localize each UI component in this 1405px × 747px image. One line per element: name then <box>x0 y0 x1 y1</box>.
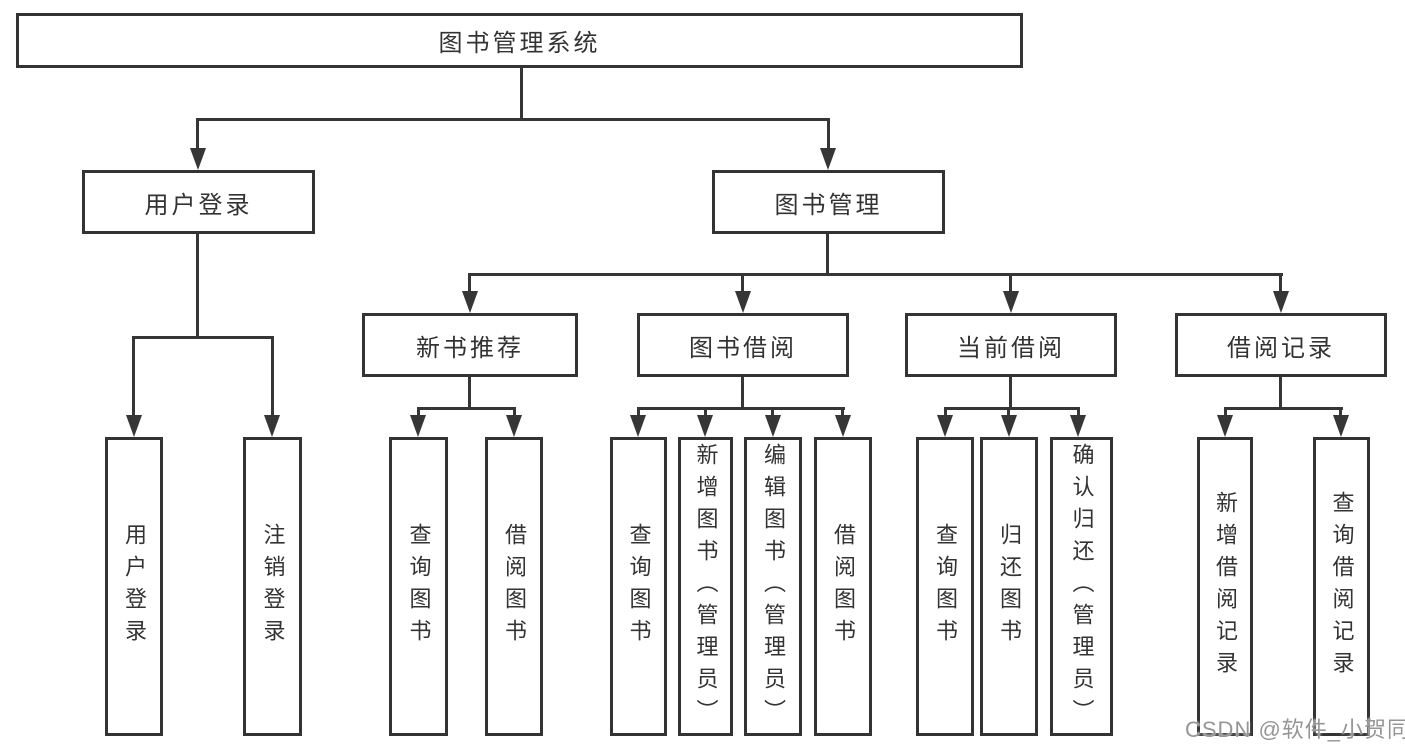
connector-book-borrow-drop-4 <box>841 407 844 419</box>
node-user-login-label: 用户登录 <box>144 191 253 219</box>
node-leaf-borrow-book-2: 借阅图书 <box>814 437 872 736</box>
arrow-to-borrow-records <box>1273 291 1289 313</box>
arrow-to-leaf-confirm-return <box>1070 415 1086 437</box>
leaf-query-book-1-label: 查询图书 <box>406 522 432 651</box>
leaf-return-book-label: 归还图书 <box>997 522 1022 651</box>
connector-book-borrow-stem <box>741 377 744 407</box>
arrow-to-book-mgmt <box>820 148 836 170</box>
arrow-to-leaf-return-book <box>1001 415 1017 437</box>
connector-borrow-records-stem <box>1279 377 1282 407</box>
connector-user-login-drop-1 <box>132 336 135 418</box>
arrow-to-leaf-query-book-2 <box>630 415 646 437</box>
node-root: 图书管理系统 <box>16 13 1023 68</box>
connector-current-borrow-hline <box>944 407 1080 410</box>
connector-root-hline <box>196 118 830 121</box>
connector-book-borrow-hline <box>637 407 845 410</box>
leaf-add-borrow-record-label: 新增借阅记录 <box>1213 490 1238 683</box>
connector-current-borrow-drop-2 <box>1007 407 1010 419</box>
leaf-query-book-3-label: 查询图书 <box>933 522 958 651</box>
connector-user-login-drop-2 <box>271 336 274 418</box>
connector-user-login-hline <box>132 336 274 339</box>
leaf-query-borrow-record-label: 查询借阅记录 <box>1329 490 1355 683</box>
leaf-logout-label: 注销登录 <box>260 522 286 651</box>
node-leaf-query-borrow-record: 查询借阅记录 <box>1313 437 1370 736</box>
node-leaf-return-book: 归还图书 <box>980 437 1038 736</box>
leaf-user-login-label: 用户登录 <box>122 522 147 651</box>
connector-user-login-stem <box>196 234 199 336</box>
connector-new-book-rec-drop-1 <box>417 407 420 419</box>
connector-root-drop-right <box>827 118 830 152</box>
node-leaf-query-book-1: 查询图书 <box>389 437 448 736</box>
arrow-to-leaf-borrow-book-1 <box>506 415 522 437</box>
connector-book-mgmt-drop-2 <box>741 273 744 295</box>
connector-book-borrow-drop-2 <box>704 407 707 419</box>
leaf-edit-book-label: 编辑图书（管理员） <box>761 442 786 731</box>
node-leaf-logout: 注销登录 <box>243 437 302 736</box>
node-book-mgmt: 图书管理 <box>712 170 945 234</box>
arrow-to-book-borrow <box>735 291 751 313</box>
connector-borrow-records-drop-2 <box>1339 407 1342 419</box>
arrow-to-leaf-edit-book <box>765 415 781 437</box>
arrow-to-leaf-query-book-3 <box>937 415 953 437</box>
connector-new-book-rec-stem <box>468 377 471 407</box>
leaf-borrow-book-2-label: 借阅图书 <box>831 522 856 651</box>
node-leaf-borrow-book-1: 借阅图书 <box>485 437 543 736</box>
arrow-to-current-borrow <box>1003 291 1019 313</box>
leaf-borrow-book-1-label: 借阅图书 <box>502 522 527 651</box>
node-leaf-add-borrow-record: 新增借阅记录 <box>1197 437 1253 736</box>
node-current-borrow: 当前借阅 <box>905 313 1117 377</box>
arrow-to-user-login <box>190 148 206 170</box>
node-borrow-records: 借阅记录 <box>1175 313 1387 377</box>
node-leaf-query-book-3: 查询图书 <box>916 437 974 736</box>
connector-book-mgmt-drop-4 <box>1279 273 1282 295</box>
node-root-label: 图书管理系统 <box>438 30 601 57</box>
arrow-to-leaf-query-book-1 <box>410 415 426 437</box>
node-new-book-rec-label: 新书推荐 <box>416 334 524 362</box>
arrow-to-leaf-add-book <box>697 415 713 437</box>
node-book-borrow-label: 图书借阅 <box>689 334 797 362</box>
arrow-to-leaf-borrow-book-2 <box>835 415 851 437</box>
node-leaf-edit-book: 编辑图书（管理员） <box>744 437 802 736</box>
connector-book-borrow-drop-1 <box>637 407 640 419</box>
connector-book-mgmt-drop-3 <box>1009 273 1012 295</box>
connector-book-mgmt-hline <box>469 273 1283 276</box>
node-book-borrow: 图书借阅 <box>637 313 849 377</box>
arrow-to-leaf-logout <box>264 415 280 437</box>
node-leaf-user-login: 用户登录 <box>105 437 163 736</box>
arrow-to-leaf-user-login <box>126 415 142 437</box>
connector-root-drop-left <box>196 118 199 152</box>
connector-current-borrow-stem <box>1009 377 1012 407</box>
node-user-login: 用户登录 <box>82 170 315 234</box>
node-leaf-add-book: 新增图书（管理员） <box>678 437 733 736</box>
connector-borrow-records-hline <box>1224 407 1343 410</box>
connector-book-borrow-drop-3 <box>771 407 774 419</box>
arrow-to-new-book-rec <box>462 291 478 313</box>
node-book-mgmt-label: 图书管理 <box>774 191 883 219</box>
connector-new-book-rec-drop-2 <box>513 407 516 419</box>
connector-new-book-rec-hline <box>417 407 516 410</box>
leaf-confirm-return-label: 确认归还（管理员） <box>1069 442 1095 731</box>
watermark: CSDN @软件_小贺同学 <box>1185 717 1405 742</box>
arrow-to-leaf-query-borrow-record <box>1333 415 1349 437</box>
arrow-to-leaf-add-borrow-record <box>1217 415 1233 437</box>
connector-book-mgmt-drop-1 <box>468 273 471 295</box>
connector-current-borrow-drop-1 <box>944 407 947 419</box>
node-current-borrow-label: 当前借阅 <box>957 334 1065 362</box>
node-new-book-rec: 新书推荐 <box>362 313 578 377</box>
node-leaf-query-book-2: 查询图书 <box>610 437 667 736</box>
leaf-add-book-label: 新增图书（管理员） <box>693 442 719 731</box>
connector-current-borrow-drop-3 <box>1077 407 1080 419</box>
connector-root-stem <box>520 68 523 118</box>
node-leaf-confirm-return: 确认归还（管理员） <box>1050 437 1113 736</box>
leaf-query-book-2-label: 查询图书 <box>626 522 652 651</box>
connector-book-mgmt-stem <box>826 234 829 273</box>
connector-borrow-records-drop-1 <box>1224 407 1227 419</box>
node-borrow-records-label: 借阅记录 <box>1227 334 1335 362</box>
